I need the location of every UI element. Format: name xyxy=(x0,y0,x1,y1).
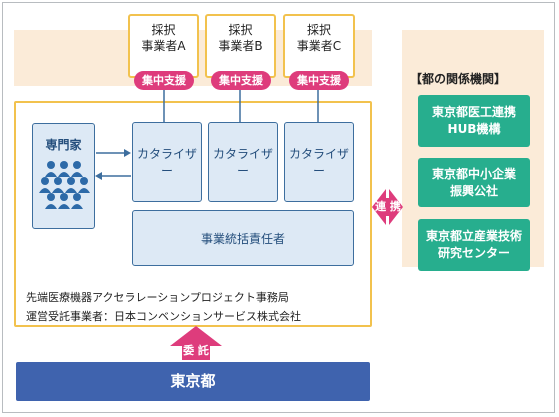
company-b-line1: 採択 xyxy=(228,23,253,37)
company-a-support-pill: 集中支援 xyxy=(134,71,194,90)
manager-label: 事業統括責任者 xyxy=(200,231,285,246)
related-org-3-line1: 東京都立産業技術 xyxy=(425,229,522,243)
related-org-2-line2: 振興公社 xyxy=(449,183,498,198)
company-a-line1: 採択 xyxy=(151,23,176,37)
company-b-support-pill: 集中支援 xyxy=(211,71,271,90)
company-b-line2: 事業者B xyxy=(218,39,263,53)
link-label: 連 携 xyxy=(375,200,401,213)
tokyo-bar: 東京都 xyxy=(16,362,370,401)
office-info: 先端医療機器アクセラレーションプロジェクト事務局 運営受託事業者：日本コンベンシ… xyxy=(26,290,366,324)
company-a-line2: 事業者A xyxy=(141,39,186,53)
catalyst-label-3: カタライザー xyxy=(288,147,349,178)
catalyst-box-1: カタライザー xyxy=(132,122,202,202)
people-icon xyxy=(38,161,90,209)
expert-box: 専門家 xyxy=(32,123,95,229)
expert-label: 専門家 xyxy=(45,138,82,152)
company-a-box: 採択 事業者A xyxy=(128,14,199,78)
company-c-line2: 事業者C xyxy=(296,39,342,53)
catalyst-label-2: カタライザー xyxy=(212,147,273,178)
related-org-1: 東京都医工連携 HUB機構 xyxy=(418,95,530,147)
company-c-support-pill: 集中支援 xyxy=(289,71,349,90)
catalyst-label-1: カタライザー xyxy=(136,147,197,178)
delegation-label: 委 託 xyxy=(183,344,209,357)
related-orgs-title: 【都の関係機関】 xyxy=(410,72,507,86)
related-org-3: 東京都立産業技術 研究センター xyxy=(418,219,530,271)
related-org-2: 東京都中小企業 振興公社 xyxy=(418,158,530,207)
catalyst-box-2: カタライザー xyxy=(208,122,278,202)
company-b-box: 採択 事業者B xyxy=(205,14,276,78)
related-org-1-line2: HUB機構 xyxy=(447,122,501,136)
office-name: 先端医療機器アクセラレーションプロジェクト事務局 xyxy=(26,291,289,304)
catalyst-box-3: カタライザー xyxy=(284,122,354,202)
related-org-2-line1: 東京都中小企業 xyxy=(431,166,516,181)
related-org-3-line2: 研究センター xyxy=(437,246,510,260)
manager-box: 事業統括責任者 xyxy=(132,210,354,266)
related-org-1-line1: 東京都医工連携 xyxy=(431,105,516,119)
link-arrow xyxy=(372,189,391,225)
company-c-line1: 採択 xyxy=(306,23,331,37)
company-c-box: 採択 事業者C xyxy=(283,14,355,78)
office-operator: 運営受託事業者：日本コンベンションサービス株式会社 xyxy=(26,310,301,323)
delegation-arrow xyxy=(170,326,222,360)
